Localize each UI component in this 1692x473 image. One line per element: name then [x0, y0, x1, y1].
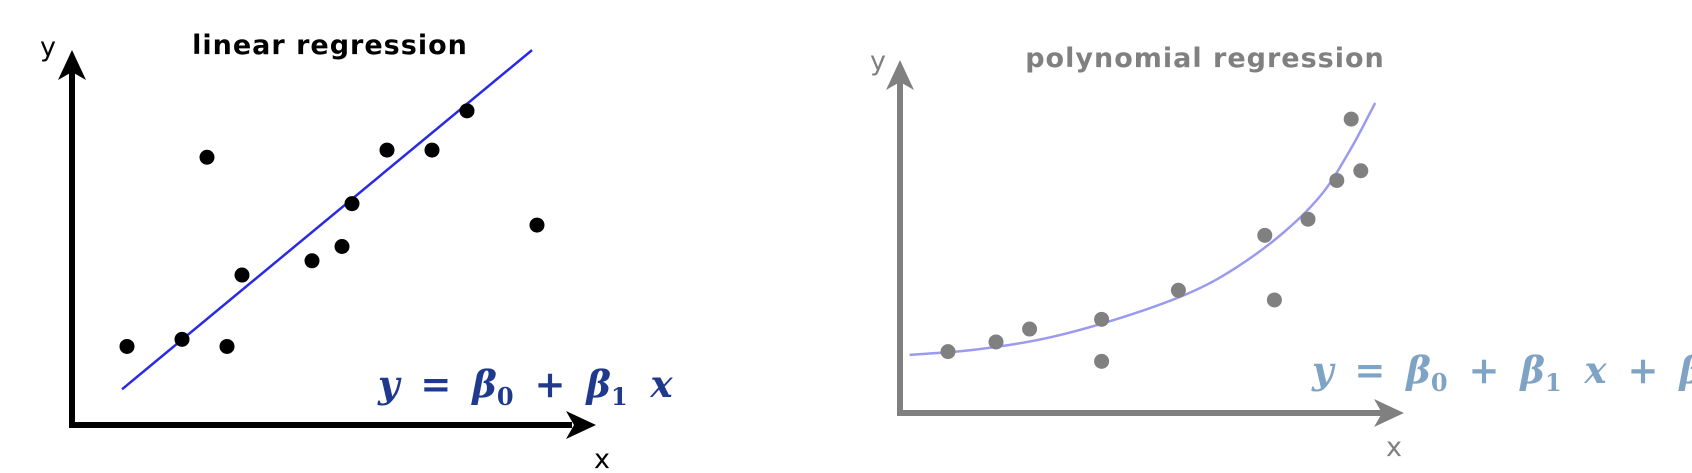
- linear-chart-title: linear regression: [192, 30, 468, 61]
- poly-x-axis-label: x: [1386, 432, 1402, 463]
- formula-plus: +: [534, 362, 565, 406]
- linear-regression-chart: linear regression y x y = β0 + β1 x: [40, 30, 674, 473]
- formula-beta1-sub: 1: [611, 382, 628, 411]
- data-point-8: [344, 196, 360, 212]
- data-point-1: [940, 344, 956, 360]
- linear-formula: y = β0 + β1 x: [377, 362, 674, 414]
- data-point-12: [529, 217, 545, 233]
- data-point-10: [424, 142, 440, 158]
- polynomial-formula: y = β0 + β1 x + β2 x2: [1311, 346, 1692, 400]
- linear-x-axis-label: x: [594, 444, 610, 473]
- formula-x: x: [650, 362, 674, 406]
- data-point-8: [1266, 292, 1282, 308]
- polynomial-regression-chart: polynomial regression y x y = β0 + β1 x …: [870, 43, 1692, 463]
- data-point-11: [1343, 111, 1359, 127]
- polynomial-points: [940, 111, 1369, 369]
- poly-x-axis-arrow: [1374, 399, 1404, 427]
- data-point-7: [334, 239, 350, 254]
- formula-x: x: [1584, 348, 1608, 392]
- formula-beta0: β: [470, 362, 497, 406]
- linear-y-axis-label: y: [40, 32, 56, 63]
- poly-y-axis: y: [870, 46, 914, 416]
- formula-beta0: β: [1404, 348, 1431, 392]
- formula-plus-2: +: [1628, 348, 1659, 392]
- formula-equals: =: [1354, 348, 1385, 392]
- data-point-7: [1257, 227, 1273, 243]
- polynomial-chart-title: polynomial regression: [1025, 43, 1385, 74]
- data-point-6: [304, 253, 320, 269]
- formula-beta2: β: [1677, 348, 1692, 392]
- data-point-3: [199, 149, 215, 165]
- linear-points: [119, 103, 545, 354]
- data-point-9: [1300, 211, 1316, 227]
- linear-x-axis: x: [69, 411, 610, 473]
- data-point-2: [174, 331, 190, 347]
- formula-beta0-sub: 0: [1431, 368, 1448, 397]
- data-point-4: [219, 338, 235, 354]
- formula-y: y: [1311, 348, 1336, 392]
- formula-plus: +: [1468, 348, 1499, 392]
- data-point-4: [1094, 311, 1110, 327]
- data-point-2: [988, 334, 1004, 350]
- data-point-9: [379, 142, 395, 158]
- data-point-12: [1353, 163, 1369, 179]
- poly-y-axis-label: y: [870, 46, 886, 77]
- formula-equals: =: [420, 362, 451, 406]
- formula-beta1: β: [1518, 348, 1545, 392]
- data-point-3: [1022, 321, 1038, 337]
- formula-beta1-sub: 1: [1545, 368, 1562, 397]
- linear-y-axis-arrow: [58, 50, 86, 80]
- data-point-6: [1170, 282, 1186, 298]
- linear-x-axis-arrow: [566, 411, 596, 439]
- data-point-5: [1094, 353, 1110, 369]
- data-point-10: [1329, 172, 1345, 188]
- formula-beta0-sub: 0: [497, 382, 514, 411]
- formula-beta1: β: [584, 362, 611, 406]
- poly-x-axis: x: [897, 399, 1404, 463]
- poly-y-axis-arrow: [886, 60, 914, 90]
- formula-y: y: [377, 362, 402, 406]
- data-point-5: [234, 267, 250, 283]
- polynomial-fit-curve: [909, 102, 1377, 357]
- data-point-11: [459, 103, 475, 119]
- linear-y-axis: y: [40, 32, 86, 428]
- data-point-1: [119, 338, 135, 354]
